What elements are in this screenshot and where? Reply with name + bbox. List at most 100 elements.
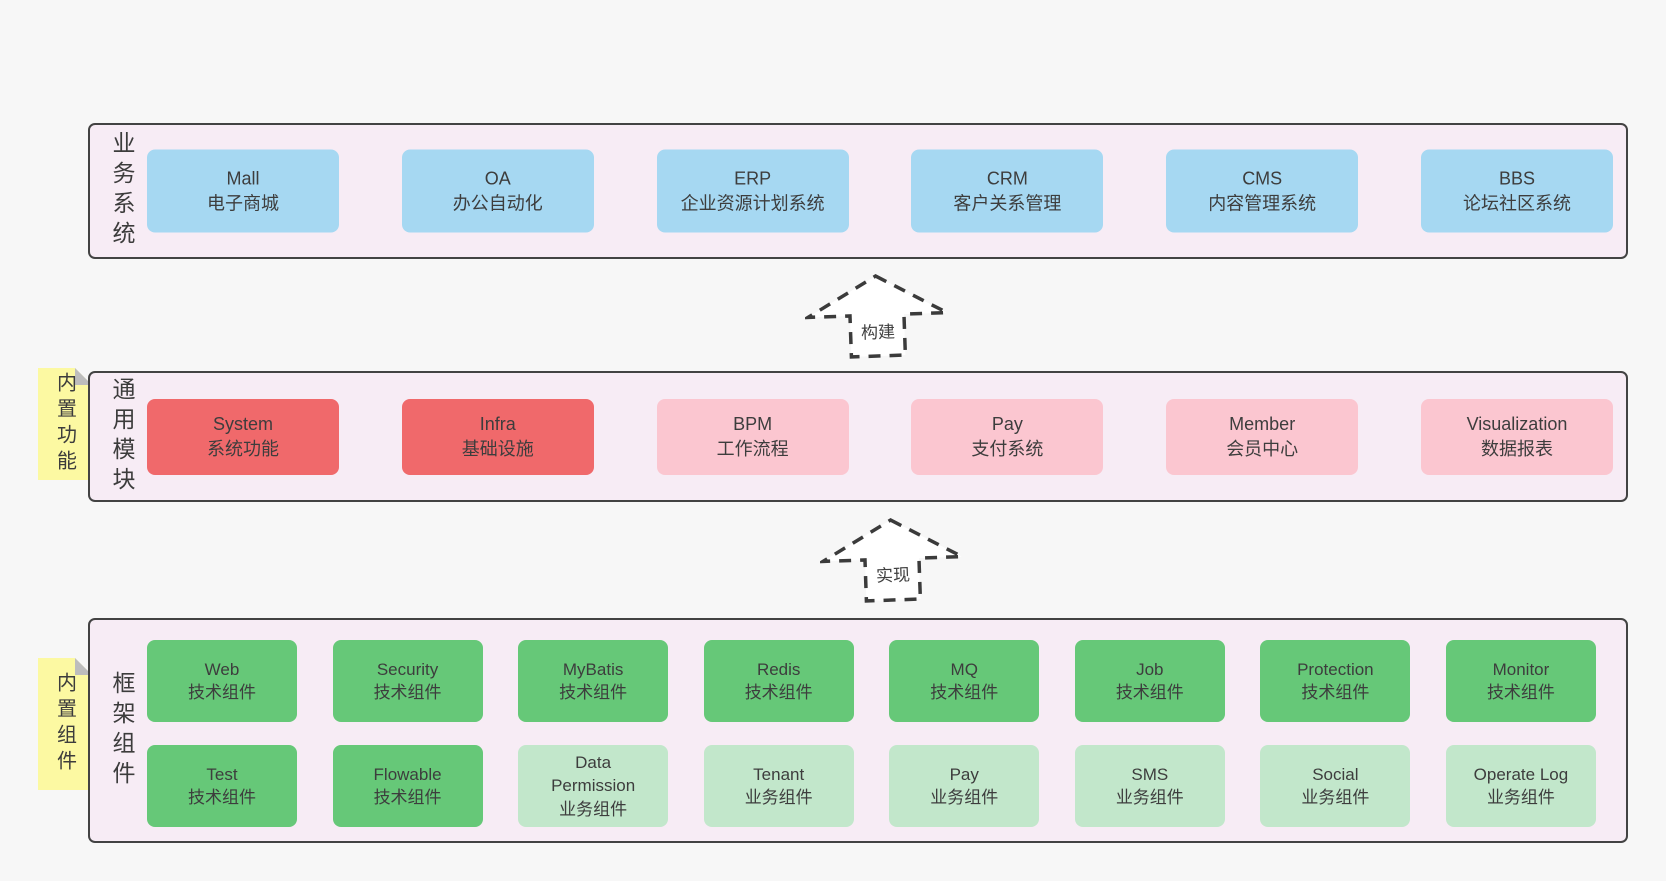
- box-title: Protection: [1297, 659, 1374, 679]
- box-row: System 系统功能 Infra 基础设施 BPM 工作流程 Pay 支付系统…: [147, 398, 1613, 475]
- box-subtitle: 技术组件: [744, 683, 813, 702]
- box-subtitle: 会员中心: [1226, 438, 1299, 459]
- up-arrow-icon: [818, 518, 967, 603]
- box-title: Security: [376, 659, 439, 679]
- box-subtitle: 技术组件: [559, 683, 628, 702]
- box-subtitle: 内容管理系统: [1208, 193, 1317, 213]
- box-title: Infra: [479, 413, 516, 434]
- box-subtitle: 业务组件: [1301, 788, 1370, 807]
- box-mybatis: MyBatis 技术组件: [518, 640, 669, 722]
- box-subtitle: 技术组件: [1115, 683, 1184, 702]
- box-subtitle: 技术组件: [1486, 683, 1555, 702]
- box-title: CRM: [986, 168, 1028, 189]
- box-subtitle: 业务组件: [1115, 788, 1184, 807]
- box-title: CMS: [1242, 168, 1283, 189]
- box-redis: Redis 技术组件: [703, 640, 854, 722]
- box-title: Job: [1136, 659, 1164, 679]
- box-system: System 系统功能: [147, 398, 339, 475]
- box-title: Web: [204, 659, 240, 679]
- arrow-implement: 实现: [818, 513, 967, 606]
- box-infra: Infra 基础设施: [401, 398, 594, 475]
- sticky-note-built-in-components: 内置组件: [38, 658, 92, 790]
- box-title: Operate Log: [1473, 764, 1569, 784]
- box-web: Web 技术组件: [147, 640, 297, 722]
- arrow-label: 实现: [875, 565, 911, 586]
- box-visualization: Visualization 数据报表: [1420, 398, 1613, 475]
- box-pay: Pay 支付系统: [911, 398, 1104, 475]
- arrow-build: 构建: [803, 270, 952, 361]
- box-title: Redis: [756, 659, 801, 679]
- box-tenant: Tenant 业务组件: [703, 745, 854, 827]
- box-title: MyBatis: [562, 659, 624, 679]
- box-operate-log: Operate Log 业务组件: [1445, 745, 1596, 827]
- band-business-systems: 业务系统 Mall 电子商城 OA 办公自动化 ERP 企业资源计划系统 CRM…: [88, 123, 1628, 259]
- box-row: Test 技术组件 Flowable 技术组件 Data Permission …: [147, 745, 1596, 827]
- box-row: Mall 电子商城 OA 办公自动化 ERP 企业资源计划系统 CRM 客户关系…: [147, 149, 1613, 233]
- box-erp: ERP 企业资源计划系统: [656, 149, 849, 233]
- box-subtitle: 支付系统: [971, 438, 1044, 459]
- box-pay-business: Pay 业务组件: [889, 745, 1040, 827]
- box-title: OA: [484, 168, 511, 189]
- box-title: Mall: [226, 168, 260, 189]
- box-mall: Mall 电子商城: [147, 149, 339, 233]
- band-side-label: 业务系统: [109, 131, 135, 251]
- box-title: Data Permission: [551, 752, 636, 796]
- box-title: Test: [206, 764, 238, 784]
- sticky-label: 内置功能: [53, 372, 76, 476]
- box-subtitle: 工作流程: [716, 438, 789, 459]
- box-title: Social: [1312, 764, 1359, 784]
- box-subtitle: 技术组件: [373, 788, 442, 807]
- box-bpm: BPM 工作流程: [656, 398, 849, 475]
- box-subtitle: 业务组件: [930, 788, 999, 807]
- box-test: Test 技术组件: [147, 745, 297, 827]
- box-subtitle: 技术组件: [1301, 683, 1370, 702]
- box-title: Monitor: [1492, 659, 1550, 679]
- box-crm: CRM 客户关系管理: [911, 149, 1104, 233]
- box-member: Member 会员中心: [1166, 398, 1359, 475]
- box-subtitle: 技术组件: [188, 788, 256, 807]
- box-title: SMS: [1131, 764, 1169, 784]
- box-subtitle: 论坛社区系统: [1462, 193, 1571, 213]
- box-subtitle: 基础设施: [461, 438, 534, 459]
- box-flowable: Flowable 技术组件: [332, 745, 483, 827]
- box-subtitle: 电子商城: [207, 193, 279, 213]
- box-row: Web 技术组件 Security 技术组件 MyBatis 技术组件 Redi…: [147, 640, 1596, 722]
- box-social: Social 业务组件: [1260, 745, 1411, 827]
- band-side-label: 通用模块: [109, 376, 135, 497]
- box-title: BBS: [1498, 168, 1535, 189]
- box-security: Security 技术组件: [332, 640, 483, 722]
- band-framework-components: 框架组件 Web 技术组件 Security 技术组件 MyBatis 技术组件…: [88, 618, 1628, 843]
- sticky-label: 内置组件: [53, 672, 76, 776]
- box-subtitle: 客户关系管理: [953, 193, 1062, 213]
- box-title: Pay: [991, 413, 1023, 434]
- box-title: Pay: [949, 764, 979, 784]
- box-cms: CMS 内容管理系统: [1166, 149, 1359, 233]
- box-subtitle: 业务组件: [744, 788, 813, 807]
- box-title: BPM: [733, 413, 773, 434]
- box-monitor: Monitor 技术组件: [1445, 640, 1596, 722]
- sticky-note-built-in-features: 内置功能: [38, 368, 92, 480]
- arrow-label: 构建: [860, 322, 896, 343]
- up-arrow-icon: [803, 274, 952, 359]
- box-title: Member: [1229, 413, 1296, 434]
- box-subtitle: 业务组件: [559, 799, 628, 819]
- box-sms: SMS 业务组件: [1074, 745, 1225, 827]
- box-subtitle: 技术组件: [188, 683, 256, 702]
- box-oa: OA 办公自动化: [401, 149, 594, 233]
- box-subtitle: 企业资源计划系统: [680, 193, 825, 213]
- box-subtitle: 业务组件: [1486, 788, 1555, 807]
- box-title: System: [212, 413, 273, 434]
- box-subtitle: 技术组件: [373, 683, 442, 702]
- box-job: Job 技术组件: [1074, 640, 1225, 722]
- band-side-label: 框架组件: [109, 670, 135, 791]
- box-subtitle: 系统功能: [207, 438, 279, 459]
- box-protection: Protection 技术组件: [1260, 640, 1411, 722]
- box-title: MQ: [950, 659, 978, 679]
- band-common-modules: 通用模块 System 系统功能 Infra 基础设施 BPM 工作流程 Pay…: [88, 371, 1628, 502]
- box-mq: MQ 技术组件: [889, 640, 1040, 722]
- box-data-permission: Data Permission 业务组件: [518, 745, 669, 827]
- box-title: ERP: [734, 168, 772, 189]
- box-subtitle: 数据报表: [1480, 438, 1553, 459]
- box-bbs: BBS 论坛社区系统: [1420, 149, 1613, 233]
